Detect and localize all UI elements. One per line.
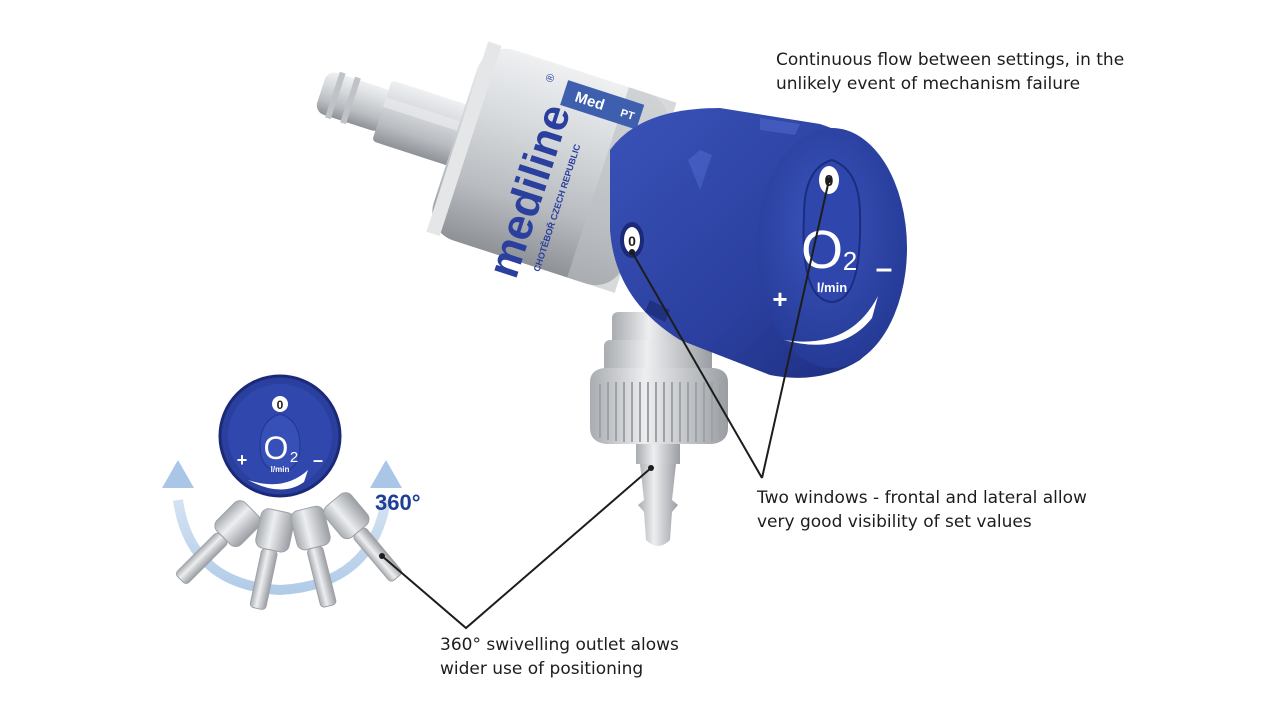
outlet-fan — [176, 492, 402, 610]
unit-label: l/min — [817, 280, 847, 295]
flow-knob: 0 O 2 l/min + – 0 — [610, 108, 907, 378]
right-arrow-icon — [370, 460, 402, 488]
small-gas-subscript: 2 — [290, 449, 298, 466]
small-gas-symbol: O — [264, 430, 289, 466]
left-arrow-icon — [162, 460, 194, 488]
callout-swivel-line2: wider use of positioning — [440, 659, 644, 679]
callout-swivel-outlet: 360° swivelling outlet alows wider use o… — [440, 633, 679, 681]
minus-sign: – — [876, 252, 893, 285]
callout-windows-line1: Two windows - frontal and lateral allow — [757, 488, 1087, 508]
leader-lines — [381, 179, 830, 630]
regulator: Med PT mediline ® CHOTĚBOŘ CZECH REPUBLI… — [316, 41, 907, 546]
small-minus-sign: – — [313, 450, 323, 470]
gas-subscript: 2 — [843, 246, 857, 276]
registered-mark: ® — [544, 73, 558, 84]
model-sub: PT — [619, 107, 636, 123]
callout-swivel-line1: 360° swivelling outlet alows — [440, 635, 679, 655]
leader-dots — [379, 177, 832, 559]
callout-two-windows: Two windows - frontal and lateral allow … — [757, 486, 1087, 534]
small-unit-label: l/min — [271, 465, 290, 474]
small-rotation-arc-icon — [248, 470, 308, 490]
small-window-value: 0 — [277, 398, 284, 412]
inlet-nipple — [316, 71, 477, 168]
swivel-illustration: 0 O 2 l/min + – 360° — [162, 374, 421, 610]
rotation-label: 360° — [375, 490, 421, 515]
side-value-window — [624, 227, 640, 253]
gas-symbol: O — [801, 220, 843, 280]
callout-flow-line1: Continuous flow between settings, in the — [776, 50, 1125, 70]
leader-front-window — [761, 179, 830, 479]
leader-side-window — [631, 251, 763, 479]
callout-windows-line2: very good visibility of set values — [757, 512, 1032, 532]
leader-swivel — [381, 467, 652, 630]
side-window-value: 0 — [628, 233, 636, 249]
small-plus-sign: + — [237, 450, 248, 470]
rotation-arc-icon — [784, 296, 878, 345]
callout-continuous-flow: Continuous flow between settings, in the… — [776, 48, 1124, 96]
silver-body: Med PT — [426, 41, 677, 293]
plus-sign: + — [772, 284, 787, 314]
callout-flow-line2: unlikely event of mechanism failure — [776, 74, 1081, 94]
